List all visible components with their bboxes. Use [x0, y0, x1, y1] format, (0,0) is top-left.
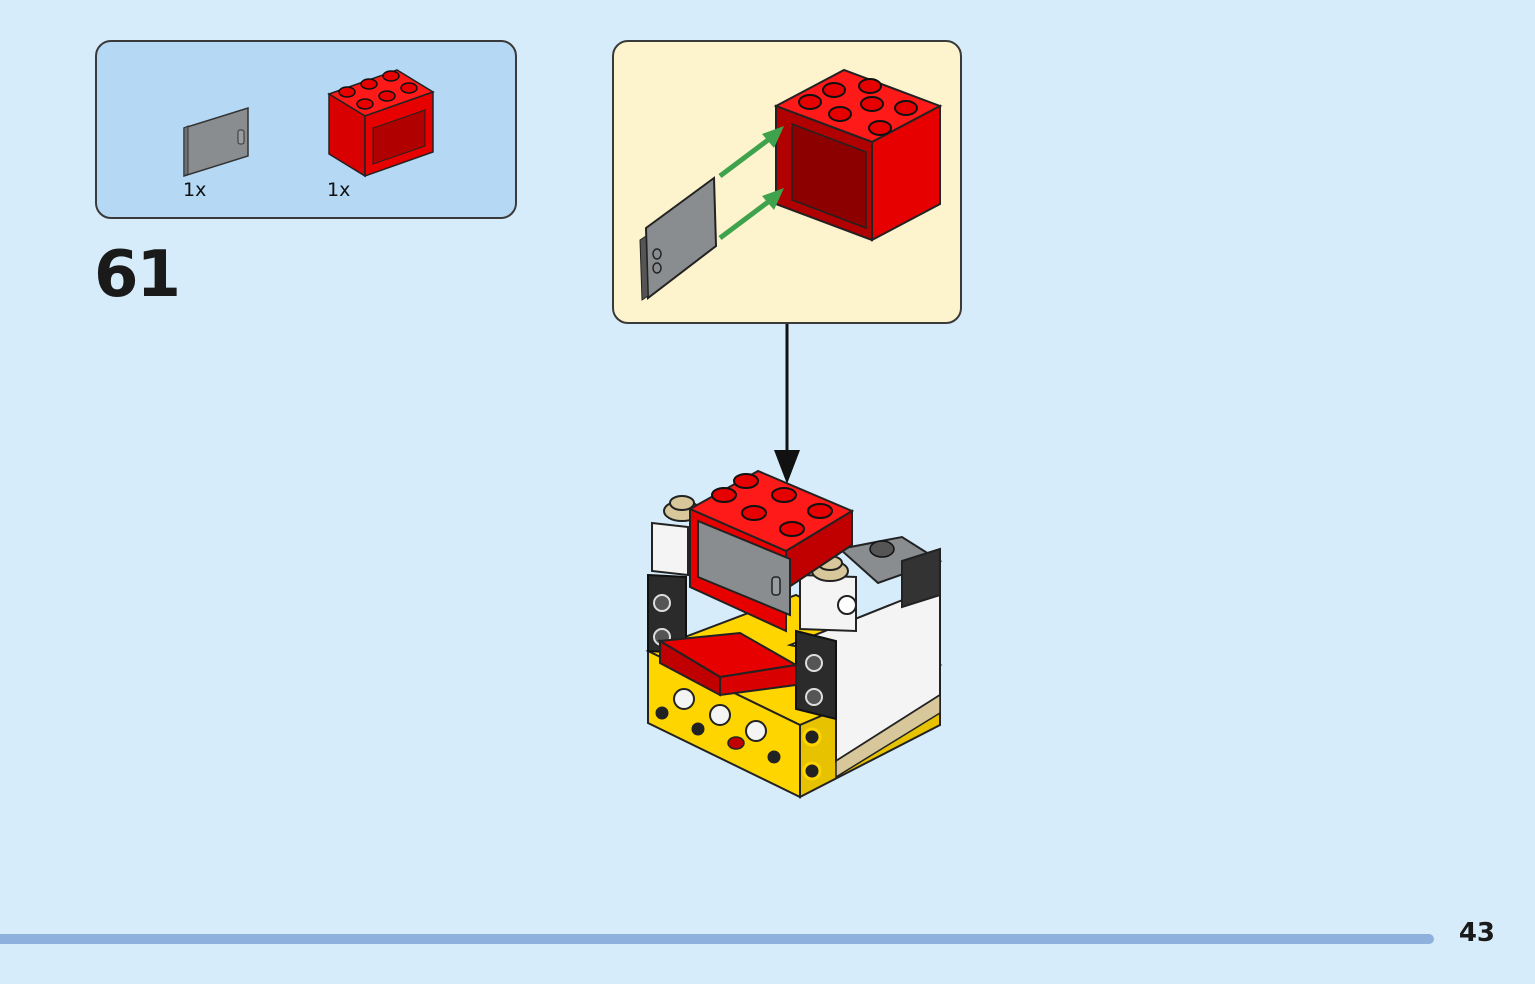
red-cupboard-part: [327, 69, 435, 178]
part-qty-cupboard: 1x: [327, 179, 351, 201]
page-number: 43: [1458, 918, 1495, 948]
part-qty-door: 1x: [183, 179, 207, 201]
page-progress-bar: [0, 934, 1434, 944]
parts-list-box: 1x 1x: [95, 40, 517, 219]
callout-illustration: [639, 68, 943, 301]
callout-connector-arrow: [774, 324, 800, 484]
step-number: 61: [94, 238, 181, 312]
sub-assembly-callout: [612, 40, 962, 324]
door-panel-part: [183, 106, 249, 178]
fire-truck-model: [645, 469, 943, 799]
